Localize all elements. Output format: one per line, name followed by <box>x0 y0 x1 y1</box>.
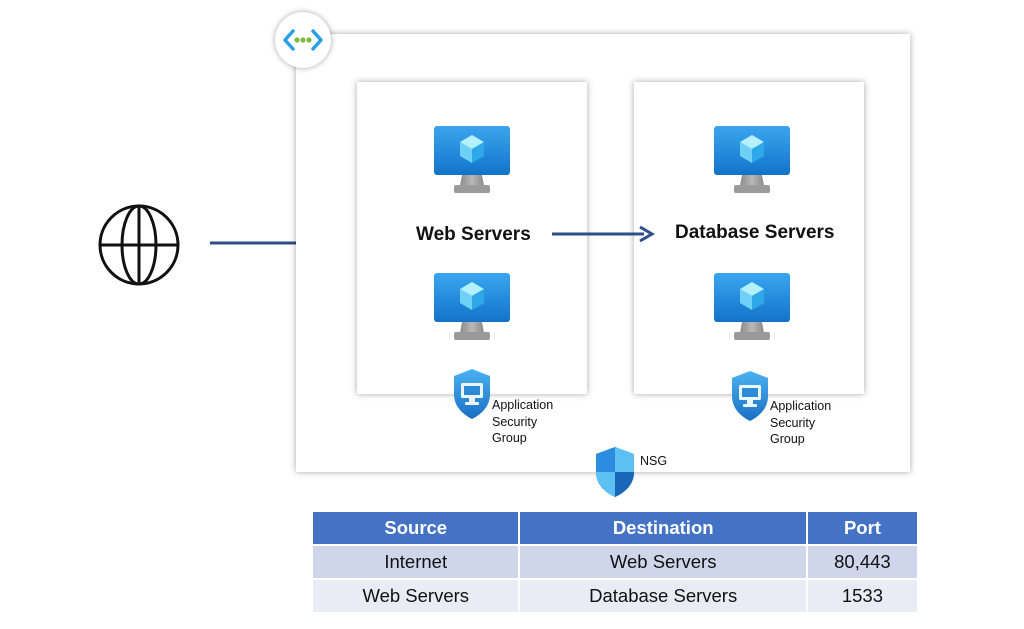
nsg-shield-icon <box>596 447 634 497</box>
table-row: Web Servers Database Servers 1533 <box>313 580 917 612</box>
table-row: Internet Web Servers 80,443 <box>313 546 917 578</box>
vm-icon <box>434 273 510 341</box>
database-servers-label: Database Servers <box>675 222 835 243</box>
table-header-row: Source Destination Port <box>313 512 917 544</box>
web-servers-label: Web Servers <box>416 224 531 245</box>
cell-port: 80,443 <box>807 546 917 578</box>
virtual-network-icon <box>283 29 323 51</box>
asg-label-line: Group <box>492 431 527 445</box>
web-to-db-arrow <box>552 225 655 243</box>
cell-source: Internet <box>313 546 519 578</box>
asg-shield-icon <box>730 370 770 422</box>
asg-label-line: Application <box>492 398 554 412</box>
vm-icon <box>434 126 510 194</box>
asg-label-line: Group <box>770 432 805 446</box>
globe-icon <box>98 204 180 286</box>
asg-label-line: Security <box>492 414 538 429</box>
asg-label-line: Security <box>770 415 816 430</box>
nsg-rules-table: Source Destination Port Internet Web Ser… <box>311 510 919 614</box>
nsg-label: NSG <box>640 454 668 468</box>
vm-icon <box>714 126 790 194</box>
cell-port: 1533 <box>807 580 917 612</box>
column-header-source: Source <box>313 512 519 544</box>
db-asg-label: Application Security Group <box>770 398 831 448</box>
virtual-network-badge <box>275 12 331 68</box>
asg-label-line: Application <box>770 399 832 413</box>
cell-destination: Web Servers <box>520 546 806 578</box>
web-asg-label: Application Security Group <box>492 397 553 447</box>
cell-destination: Database Servers <box>520 580 806 612</box>
vm-icon <box>714 273 790 341</box>
column-header-port: Port <box>807 512 917 544</box>
asg-shield-icon <box>452 368 492 420</box>
column-header-destination: Destination <box>520 512 806 544</box>
cell-source: Web Servers <box>313 580 519 612</box>
